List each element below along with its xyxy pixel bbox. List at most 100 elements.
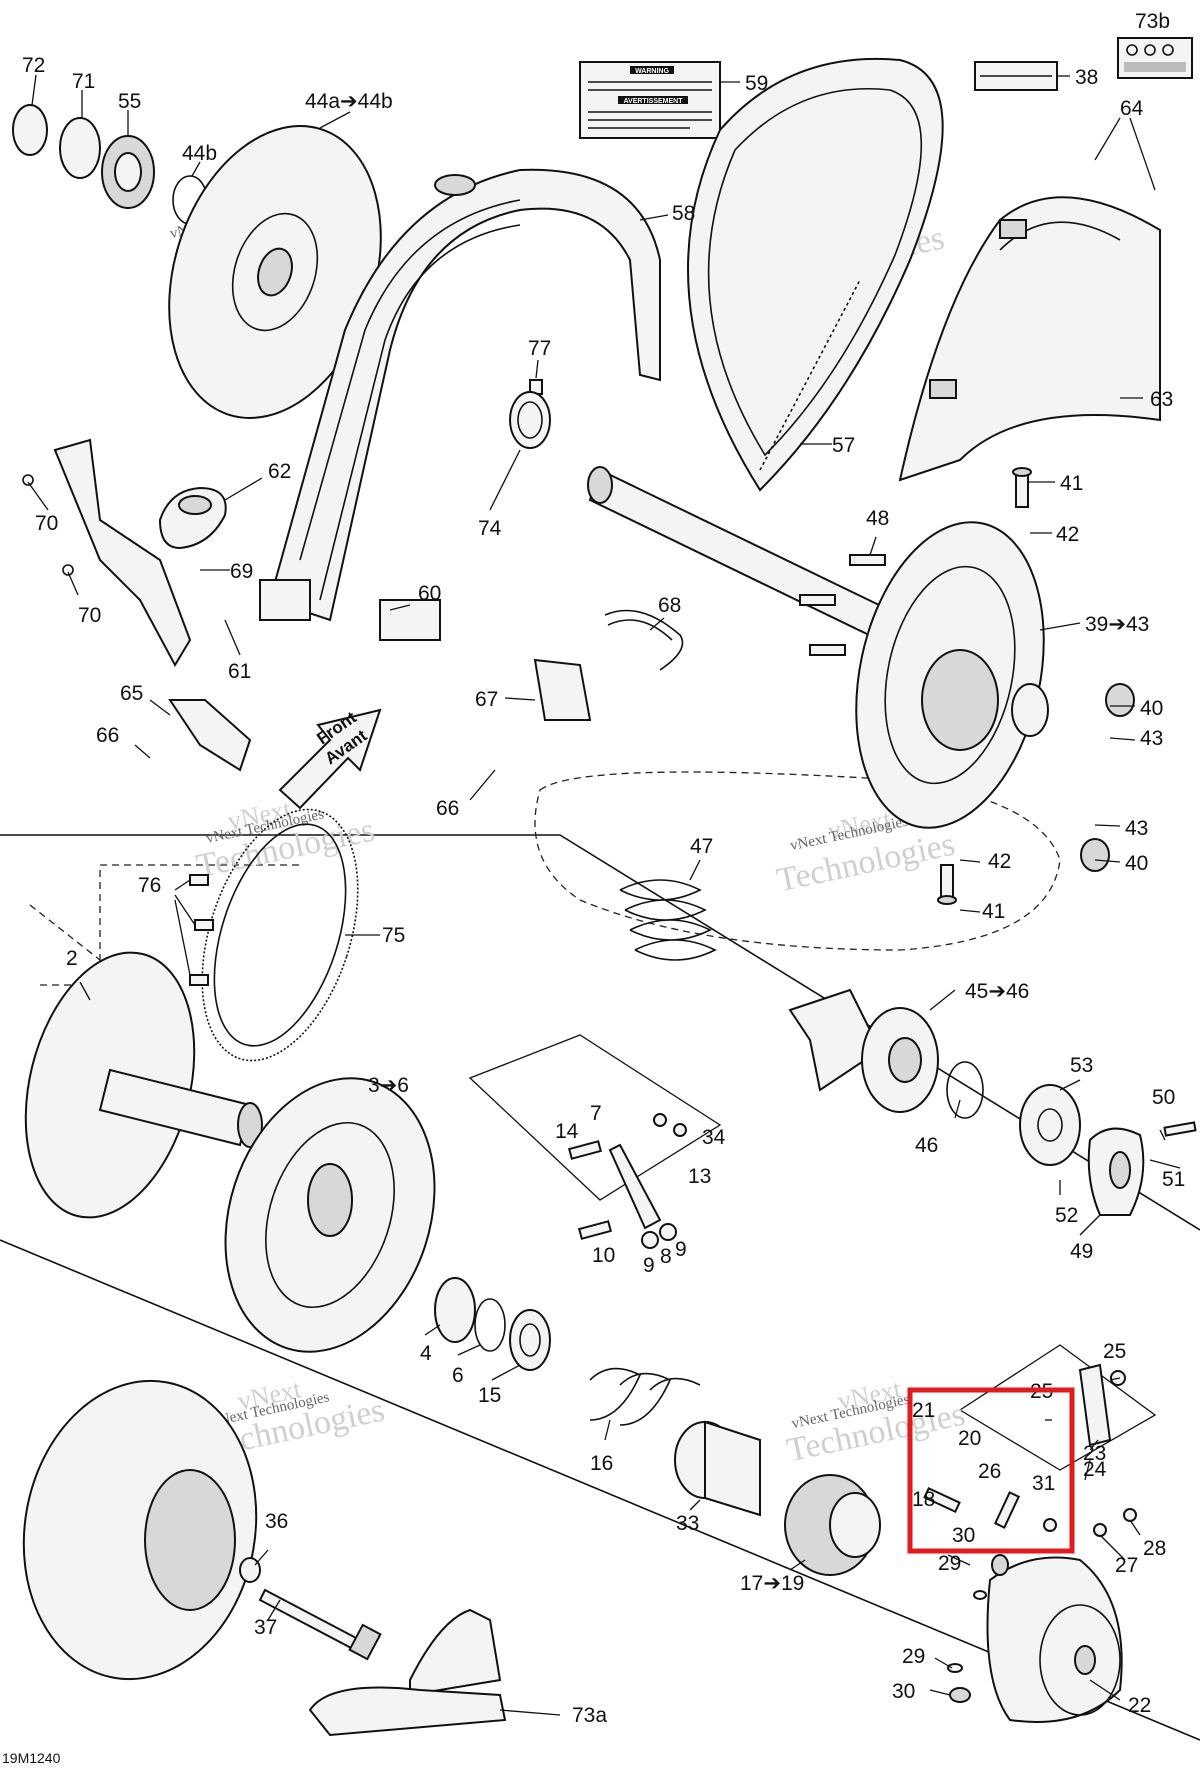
callout-75: 75 <box>382 924 405 947</box>
callout-62: 62 <box>268 460 291 483</box>
ring-gear-75 <box>201 808 359 1062</box>
callout-39-43: 39➔43 <box>1085 613 1149 636</box>
washer-36 <box>239 1557 261 1583</box>
lever-arm-7 <box>608 1143 662 1230</box>
callout-59: 59 <box>745 72 768 95</box>
callout-41-lower: 41 <box>982 900 1005 923</box>
callout-24: 24 <box>1083 1458 1107 1481</box>
pins-14-10 <box>567 1140 613 1240</box>
callout-44a-44b: 44a➔44b <box>305 90 393 113</box>
callout-68: 68 <box>658 594 681 617</box>
retaining-ring-46 <box>946 1061 984 1119</box>
bushing-4 <box>434 1277 476 1343</box>
callout-69: 69 <box>230 560 253 583</box>
bolts-76 <box>189 874 214 986</box>
small-parts-27-30 <box>947 1508 1137 1703</box>
callout-31: 31 <box>1032 1472 1055 1495</box>
callout-13: 13 <box>688 1165 711 1188</box>
callout-66-right: 66 <box>436 797 459 820</box>
callout-28: 28 <box>1143 1537 1166 1560</box>
callout-25-right: 25 <box>1103 1340 1126 1363</box>
spring-47 <box>619 879 717 961</box>
callout-61: 61 <box>228 660 251 683</box>
callout-6: 6 <box>452 1364 464 1387</box>
screw-31 <box>1043 1518 1057 1532</box>
screw-26 <box>993 1491 1021 1529</box>
callout-43-upper: 43 <box>1140 727 1163 750</box>
bracket-67 <box>533 658 592 721</box>
screw-20 <box>923 1486 961 1514</box>
callout-29-upper: 29 <box>938 1552 961 1575</box>
bolt-50 <box>1163 1121 1197 1137</box>
callout-73a: 73a <box>572 1704 607 1727</box>
callout-40-lower: 40 <box>1125 852 1148 875</box>
screws-34 <box>653 1113 687 1137</box>
callout-labels: 72 71 55 44a➔44b 44b 59 58 38 73b 64 62 … <box>22 10 1185 1727</box>
callout-27: 27 <box>1115 1554 1138 1577</box>
callout-73b: 73b <box>1135 10 1170 33</box>
callout-57: 57 <box>832 434 855 457</box>
callout-14: 14 <box>555 1120 579 1143</box>
roller-lever-23 <box>1078 1363 1126 1447</box>
callout-42-upper: 42 <box>1056 523 1079 546</box>
callout-38: 38 <box>1075 66 1098 89</box>
spring-16 <box>589 1367 701 1426</box>
roller-40-lower <box>1080 838 1110 872</box>
drive-pulley-disc <box>168 125 382 419</box>
callout-47: 47 <box>690 835 713 858</box>
decal-73b <box>1117 37 1193 79</box>
callout-3-6: 3➔6 <box>368 1074 409 1097</box>
callout-8: 8 <box>660 1245 672 1268</box>
cable-bracket <box>22 438 192 668</box>
plate-73a <box>308 1608 507 1737</box>
callout-16: 16 <box>590 1452 613 1475</box>
callout-53: 53 <box>1070 1054 1093 1077</box>
callout-70a: 70 <box>35 512 58 535</box>
belt-guard-cover <box>898 196 1161 482</box>
callout-72: 72 <box>22 54 45 77</box>
cam-45 <box>788 988 939 1113</box>
callout-36: 36 <box>265 1510 288 1533</box>
callout-76: 76 <box>138 874 161 897</box>
callout-55: 55 <box>118 90 141 113</box>
sleeve-33 <box>674 1420 761 1517</box>
leader-lines <box>27 74 1181 1716</box>
fixed-sheave-2 <box>24 951 263 1219</box>
callout-40-upper: 40 <box>1140 697 1163 720</box>
decal-38 <box>974 61 1058 91</box>
callout-63: 63 <box>1150 388 1173 411</box>
callout-37: 37 <box>254 1616 277 1639</box>
roller-40-upper <box>1105 683 1135 717</box>
callout-30-lower: 30 <box>892 1680 915 1703</box>
belt-guard-arch <box>259 168 661 641</box>
callout-18: 18 <box>912 1488 935 1511</box>
callout-43-lower: 43 <box>1125 817 1148 840</box>
callout-49: 49 <box>1070 1240 1093 1263</box>
bracket-65 <box>168 699 252 772</box>
callout-30-upper: 30 <box>952 1524 975 1547</box>
callout-20: 20 <box>958 1427 981 1450</box>
lever-detail-panel <box>958 1344 1157 1471</box>
bolt-41-upper <box>1012 467 1032 508</box>
callout-60: 60 <box>418 582 441 605</box>
callout-15: 15 <box>478 1384 501 1407</box>
bolt-37 <box>258 1588 382 1661</box>
cover-22 <box>986 1556 1123 1723</box>
washers-8-9 <box>641 1223 677 1249</box>
callout-74: 74 <box>478 517 502 540</box>
callout-41-upper: 41 <box>1060 472 1083 495</box>
washer-53 <box>1019 1084 1081 1166</box>
callout-65: 65 <box>120 682 143 705</box>
callout-71: 71 <box>72 70 95 93</box>
bracket-49 <box>1087 1127 1145 1216</box>
guard-knob <box>158 486 227 550</box>
callout-7: 7 <box>590 1102 602 1125</box>
callout-9-left: 9 <box>643 1254 655 1277</box>
callout-77: 77 <box>528 337 551 360</box>
callout-42-lower: 42 <box>988 850 1011 873</box>
linkage-detail-panel <box>468 1034 722 1201</box>
callout-58: 58 <box>672 202 695 225</box>
svg-text:WARNING: WARNING <box>635 68 669 75</box>
callout-26: 26 <box>978 1460 1001 1483</box>
